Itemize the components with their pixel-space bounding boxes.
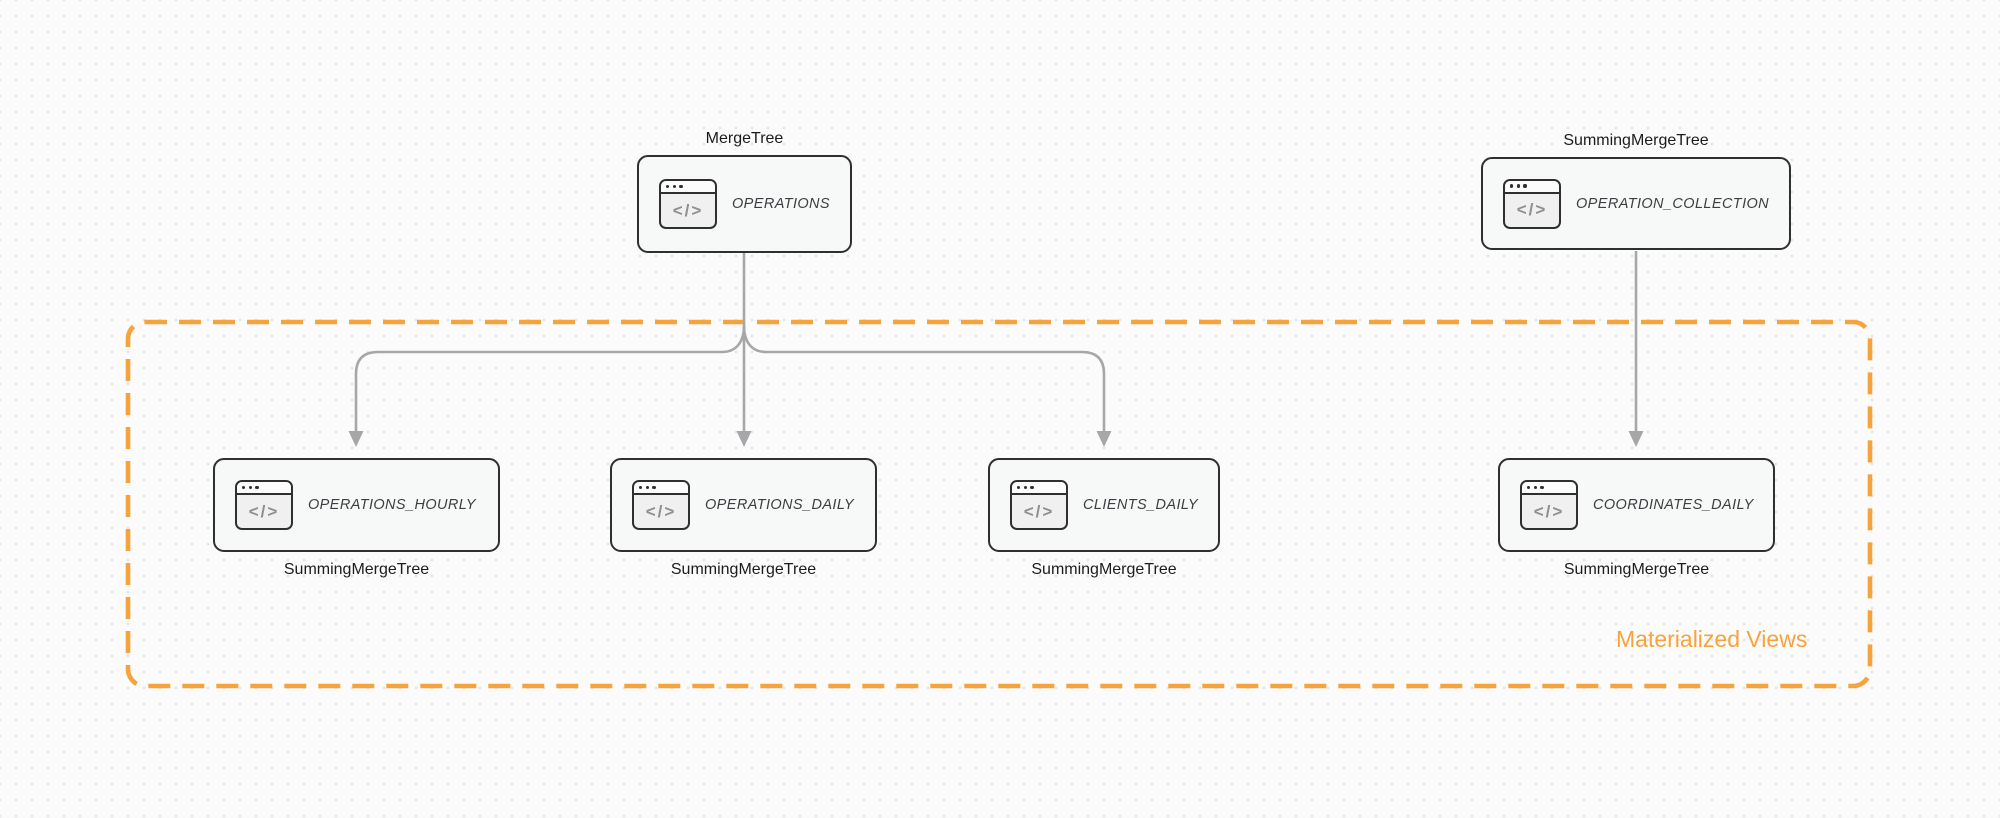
window-dot-icon bbox=[1523, 184, 1527, 188]
window-dot-icon bbox=[1023, 485, 1027, 490]
arrowhead-icon bbox=[736, 431, 752, 447]
node-coordinates-daily: </> COORDINATES_DAILY SummingMergeTree bbox=[1498, 458, 1775, 578]
window-dot-icon bbox=[1527, 485, 1531, 490]
table-name: OPERATIONS bbox=[732, 196, 830, 212]
materialized-views-caption: Materialized Views bbox=[1616, 626, 1808, 652]
node-operation-collection: SummingMergeTree </> OPERATION_COLLECTIO… bbox=[1481, 132, 1791, 250]
engine-label: SummingMergeTree bbox=[1031, 561, 1177, 578]
code-glyph: </> bbox=[1023, 501, 1055, 521]
table-box: </> OPERATIONS bbox=[637, 155, 852, 253]
table-box: </> OPERATIONS_HOURLY bbox=[213, 458, 500, 552]
window-dot-icon bbox=[1510, 184, 1514, 188]
code-glyph: </> bbox=[1516, 200, 1548, 219]
table-box: </> OPERATIONS_DAILY bbox=[610, 458, 877, 552]
window-dot-icon bbox=[639, 485, 643, 490]
engine-label: SummingMergeTree bbox=[283, 561, 430, 578]
code-glyph: </> bbox=[645, 501, 677, 521]
table-box: </> CLIENTS_DAILY bbox=[988, 458, 1220, 552]
engine-label: MergeTree bbox=[705, 130, 784, 147]
table-box: </> OPERATION_COLLECTION bbox=[1481, 157, 1791, 250]
table-name: OPERATIONS_DAILY bbox=[705, 497, 855, 513]
window-dot-icon bbox=[1540, 485, 1544, 490]
code-window-icon: </> bbox=[1503, 178, 1561, 229]
node-operations-hourly: </> OPERATIONS_HOURLY SummingMergeTree bbox=[213, 458, 500, 578]
code-window-icon: </> bbox=[235, 480, 293, 530]
code-window-icon: </> bbox=[659, 179, 717, 229]
code-window-icon: </> bbox=[1520, 480, 1578, 530]
window-dot-icon bbox=[1533, 485, 1537, 490]
window-dot-icon bbox=[1516, 184, 1520, 188]
window-dot-icon bbox=[672, 184, 676, 189]
window-dot-icon bbox=[255, 485, 259, 490]
window-dot-icon bbox=[248, 485, 252, 490]
window-bar bbox=[661, 181, 715, 194]
engine-label: SummingMergeTree bbox=[1563, 132, 1709, 149]
table-box: </> COORDINATES_DAILY bbox=[1498, 458, 1775, 552]
window-bar bbox=[1012, 482, 1066, 495]
arrowhead-icon bbox=[348, 431, 364, 447]
code-window-icon: </> bbox=[632, 480, 690, 530]
window-dot-icon bbox=[679, 184, 683, 189]
code-glyph: </> bbox=[1533, 501, 1565, 521]
arrowhead-icon bbox=[1628, 431, 1644, 447]
table-name: OPERATIONS_HOURLY bbox=[308, 497, 476, 513]
node-operations: MergeTree </> OPERATIONS bbox=[637, 130, 852, 253]
table-name: CLIENTS_DAILY bbox=[1083, 497, 1199, 513]
code-glyph: </> bbox=[248, 501, 280, 521]
window-dot-icon bbox=[666, 184, 670, 189]
node-clients-daily: </> CLIENTS_DAILY SummingMergeTree bbox=[988, 458, 1220, 578]
window-dot-icon bbox=[652, 485, 656, 490]
window-bar bbox=[634, 482, 688, 495]
window-dot-icon bbox=[242, 485, 246, 490]
window-bar bbox=[1522, 482, 1576, 495]
window-bar bbox=[237, 482, 291, 495]
window-dot-icon bbox=[1030, 485, 1034, 490]
edge-operations-to-operations-hourly bbox=[354, 325, 746, 433]
table-name: COORDINATES_DAILY bbox=[1593, 497, 1754, 513]
engine-label: SummingMergeTree bbox=[1563, 561, 1710, 578]
window-dot-icon bbox=[1017, 485, 1021, 490]
engine-label: SummingMergeTree bbox=[670, 561, 817, 578]
arrowhead-icon bbox=[1096, 431, 1112, 447]
edge-operations-to-clients-daily bbox=[742, 325, 1106, 433]
code-window-icon: </> bbox=[1010, 480, 1068, 530]
code-glyph: </> bbox=[672, 200, 704, 220]
node-operations-daily: </> OPERATIONS_DAILY SummingMergeTree bbox=[610, 458, 877, 578]
table-name: OPERATION_COLLECTION bbox=[1576, 195, 1770, 212]
window-dot-icon bbox=[645, 485, 649, 490]
window-bar bbox=[1505, 180, 1559, 194]
